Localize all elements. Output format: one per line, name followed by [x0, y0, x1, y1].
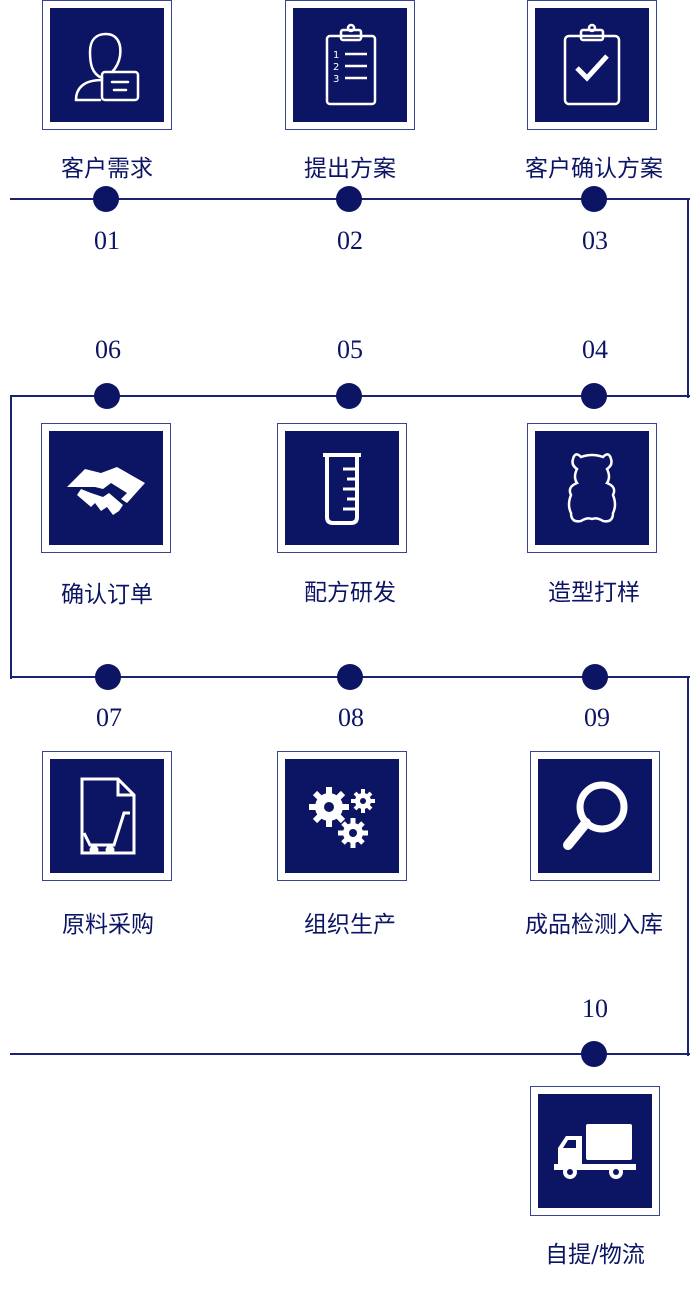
step-label: 客户需求	[61, 156, 153, 182]
purchase-cart-icon	[80, 777, 136, 855]
flow-line	[687, 676, 689, 1056]
step-dot	[582, 664, 608, 690]
svg-text:1: 1	[333, 50, 339, 61]
step-number: 02	[337, 226, 363, 255]
step-dot	[95, 664, 121, 690]
step-icon-box	[530, 1086, 660, 1216]
step-label: 确认订单	[61, 582, 153, 608]
step-label: 自提/物流	[545, 1242, 645, 1268]
clipboard-check-icon	[563, 23, 621, 106]
step-dot	[336, 186, 362, 212]
step-number: 07	[96, 703, 122, 732]
magnifier-icon	[563, 781, 628, 850]
step-icon-box	[530, 751, 660, 881]
clipboard-list-icon: 1 2 3	[325, 23, 377, 106]
step-number: 09	[584, 703, 610, 732]
flow-line	[10, 1053, 690, 1055]
truck-icon	[554, 1124, 636, 1179]
step-dot	[581, 383, 607, 409]
step-icon-box	[527, 423, 657, 553]
step-dot	[336, 383, 362, 409]
step-dot	[94, 383, 120, 409]
step-number: 06	[95, 335, 121, 364]
step-dot	[93, 186, 119, 212]
step-number: 04	[582, 335, 608, 364]
gummy-bear-icon	[567, 453, 617, 523]
step-label: 原料采购	[62, 912, 154, 938]
step-icon-box	[41, 423, 171, 553]
step-dot	[581, 1041, 607, 1067]
step-icon-box	[42, 0, 172, 130]
step-icon-box	[42, 751, 172, 881]
step-number: 08	[338, 703, 364, 732]
step-label: 成品检测入库	[525, 912, 663, 938]
handshake-icon	[67, 467, 145, 515]
svg-text:3: 3	[333, 74, 339, 85]
customer-icon	[74, 32, 140, 102]
gears-icon	[309, 787, 375, 848]
step-icon-box	[277, 423, 407, 553]
step-label: 配方研发	[304, 580, 396, 606]
step-number: 05	[337, 335, 363, 364]
step-label: 提出方案	[304, 156, 396, 182]
step-icon-box	[277, 751, 407, 881]
flow-line	[687, 198, 689, 398]
step-dot	[337, 664, 363, 690]
step-number: 10	[582, 994, 608, 1023]
beaker-icon	[323, 453, 361, 525]
step-label: 造型打样	[548, 580, 640, 606]
step-number: 01	[94, 226, 120, 255]
step-dot	[581, 186, 607, 212]
step-label: 客户确认方案	[525, 156, 663, 182]
step-icon-box	[527, 0, 657, 130]
step-label: 组织生产	[304, 912, 396, 938]
flow-line	[10, 395, 12, 679]
svg-text:2: 2	[333, 62, 339, 73]
step-number: 03	[582, 226, 608, 255]
step-icon-box: 1 2 3	[285, 0, 415, 130]
